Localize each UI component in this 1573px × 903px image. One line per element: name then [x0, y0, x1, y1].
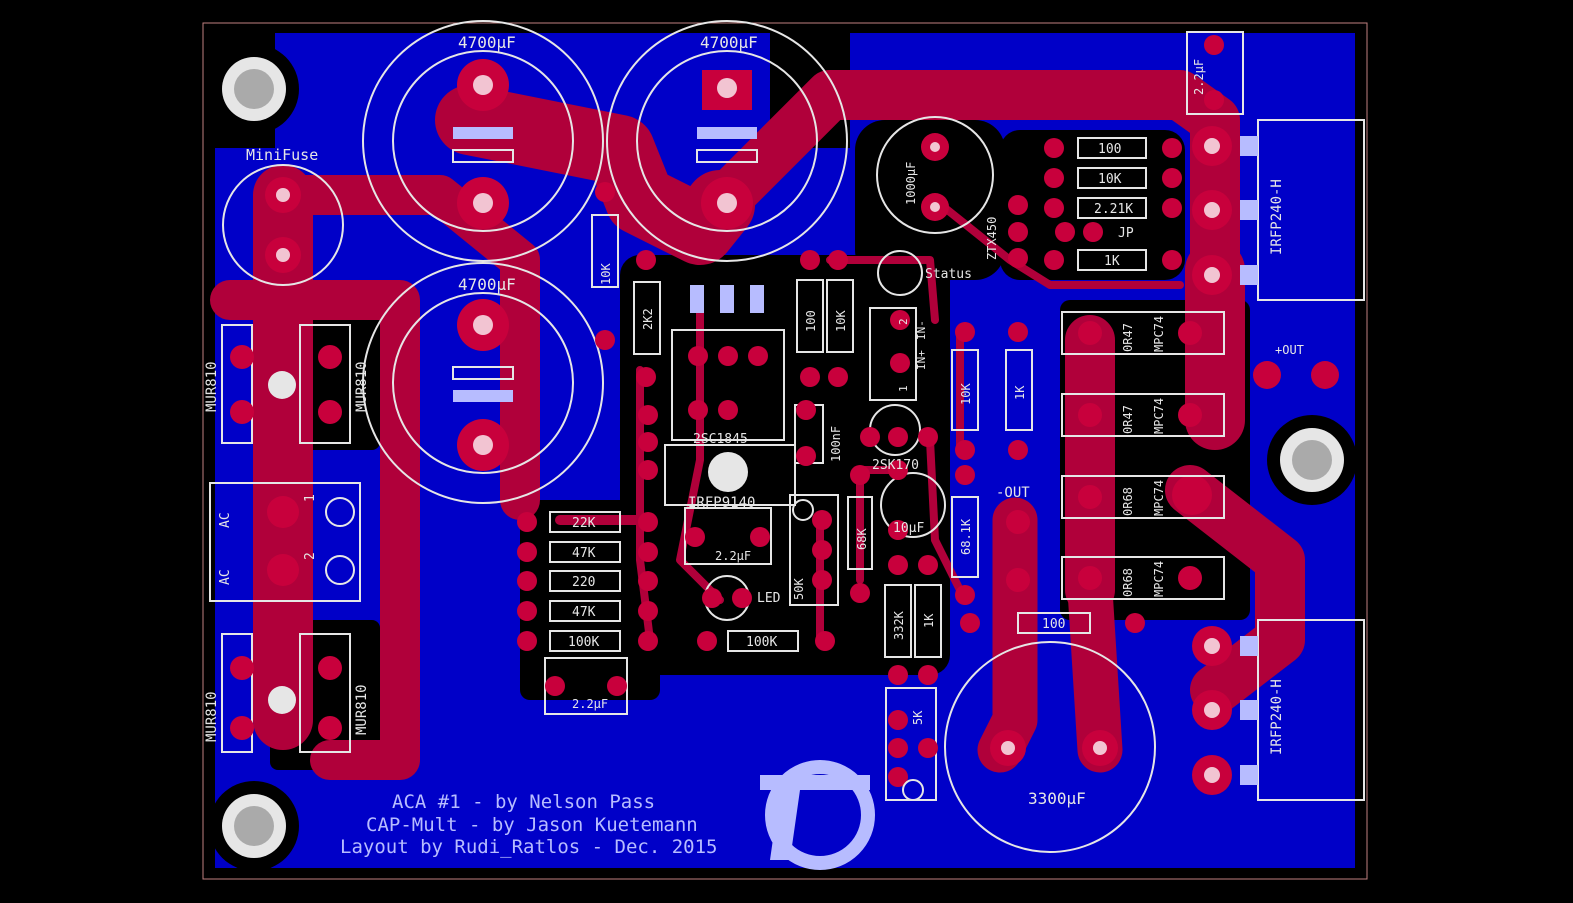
- r-10k-top-label: 10K: [1098, 172, 1122, 187]
- pot-5k-label: 5K: [911, 710, 925, 725]
- r-10k-mid-label: 10K: [834, 310, 848, 332]
- r-1k-right-label: 1K: [1013, 385, 1027, 400]
- r-332k-label: 332K: [892, 610, 906, 640]
- mpc74-b-label: MPC74: [1152, 398, 1166, 434]
- minifuse-label: MiniFuse: [246, 146, 318, 164]
- mounting-holes: [222, 57, 1344, 858]
- big-cap-pads: [265, 59, 1118, 766]
- 0r68-a-label: 0R68: [1121, 487, 1135, 516]
- credit-line-2: CAP-Mult - by Jason Kuetemann: [366, 814, 698, 836]
- mpc74-c-label: MPC74: [1152, 480, 1166, 516]
- credit-line-1: ACA #1 - by Nelson Pass: [392, 791, 655, 813]
- logo-letter: R: [807, 808, 831, 843]
- 0r47-b-label: 0R47: [1121, 405, 1135, 434]
- irfp240-packages: [1172, 119, 1365, 801]
- c-10uf-label: 10µF: [893, 521, 924, 536]
- mur810-1b-label: MUR810: [354, 361, 370, 412]
- r-100-top-label: 100: [1098, 142, 1121, 157]
- r-1k-low-label: 1K: [922, 613, 936, 628]
- r-2-21k-label: 2.21K: [1094, 202, 1133, 217]
- r-100k-b-label: 100K: [746, 635, 777, 650]
- mpc74-d-label: MPC74: [1152, 561, 1166, 597]
- r-68-1k-label: 68.1K: [959, 518, 973, 555]
- r-47k-a-label: 47K: [572, 546, 596, 561]
- mur810-1a-label: MUR810: [204, 361, 220, 412]
- in-pin-2: 2: [897, 318, 910, 325]
- r-1k-top-label: 1K: [1104, 254, 1120, 269]
- irfp240-bottom-label: IRFP240-H: [1269, 679, 1285, 755]
- ac1-label: AC: [218, 512, 233, 528]
- c-2-2uf-mid-label: 2.2µF: [715, 549, 751, 563]
- in-minus-label: IN-: [915, 320, 928, 340]
- r-100-low-label: 100: [1042, 617, 1065, 632]
- r-22k-label: 22K: [572, 516, 596, 531]
- mpc74-outlines: [1061, 311, 1225, 600]
- jp-label: JP: [1118, 226, 1134, 241]
- out-plus-label: +OUT: [1275, 343, 1304, 357]
- r-220-label: 220: [572, 575, 595, 590]
- irfp9140-label: IRFP9140: [688, 495, 755, 511]
- r-100k-a-label: 100K: [568, 635, 599, 650]
- terminal-1-label: 1: [303, 494, 318, 502]
- c-1000uf-label: 1000µF: [904, 162, 918, 205]
- c-100nf-label: 100nF: [829, 426, 843, 462]
- rr-logo: [760, 760, 875, 870]
- small-pads: [230, 35, 1339, 787]
- cap-middle-label: 4700µF: [458, 275, 516, 294]
- cap-top-right-label: 4700µF: [700, 33, 758, 52]
- r-47k-b-label: 47K: [572, 605, 596, 620]
- c-2-2uf-low-label: 2.2µF: [572, 697, 608, 711]
- terminal-2-label: 2: [303, 552, 318, 560]
- mpc74-a-label: MPC74: [1152, 316, 1166, 352]
- r-2k2-label: 2K2: [641, 308, 655, 330]
- in-plus-label: IN+: [915, 350, 928, 370]
- status-label: Status: [925, 267, 972, 282]
- in-pin-1: 1: [897, 385, 910, 392]
- r-10k-a-label: 10K: [599, 263, 613, 285]
- 0r47-a-label: 0R47: [1121, 323, 1135, 352]
- mur810-2b-label: MUR810: [354, 684, 370, 735]
- cap-top-left-label: 4700µF: [458, 33, 516, 52]
- silkscreen-text: 4700µF 4700µF 4700µF 3300µF MiniFuse 100…: [204, 33, 1304, 858]
- 0r68-b-label: 0R68: [1121, 568, 1135, 597]
- r-68k-label: 68K: [855, 528, 869, 550]
- c-2-2uf-top-label: 2.2µF: [1192, 59, 1206, 95]
- r-100-mid-label: 100: [804, 310, 818, 332]
- r-10k-right-label: 10K: [959, 383, 973, 405]
- led-label: LED: [757, 591, 781, 606]
- ac2-label: AC: [218, 569, 233, 585]
- credit-line-3: Layout by Rudi_Ratlos - Dec. 2015: [340, 836, 718, 858]
- irfp240-top-label: IRFP240-H: [1269, 179, 1285, 255]
- cap-output-label: 3300µF: [1028, 789, 1086, 808]
- 2sc1845-label: 2SC1845: [693, 432, 748, 447]
- mpc74-pads: [1078, 321, 1202, 590]
- out-minus-label: -OUT: [996, 485, 1030, 501]
- 2sk170-label: 2SK170: [872, 458, 919, 473]
- to220-parts: [268, 285, 924, 801]
- ztx450-label: ZTX450: [985, 217, 999, 260]
- pot-50k-label: 50K: [792, 578, 806, 600]
- mur810-2a-label: MUR810: [204, 691, 220, 742]
